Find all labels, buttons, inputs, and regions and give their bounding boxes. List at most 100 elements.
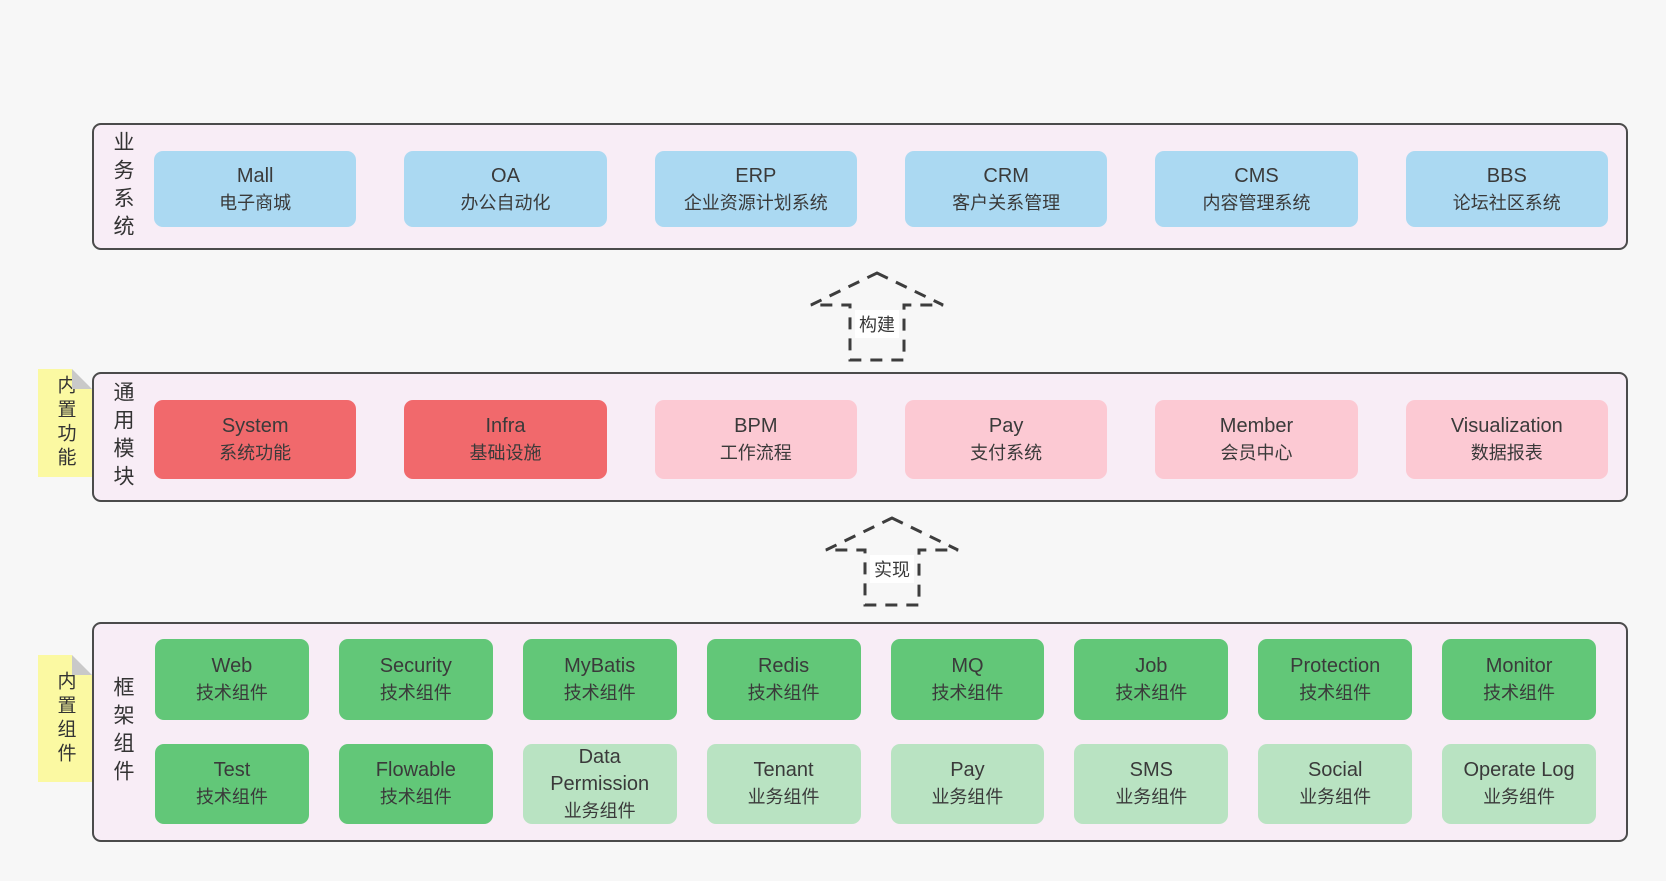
box-monitor: Monitor 技术组件 — [1442, 639, 1596, 720]
components-row-2: Test 技术组件 Flowable 技术组件 Data Permission … — [155, 743, 1596, 824]
box-title: Security — [379, 654, 452, 677]
box-infra: Infra 基础设施 — [404, 400, 607, 479]
box-cms: CMS 内容管理系统 — [1155, 151, 1358, 227]
box-subtitle: 内容管理系统 — [1202, 192, 1311, 213]
box-title: CRM — [983, 164, 1029, 187]
box-title: BPM — [734, 415, 778, 437]
box-title: MyBatis — [564, 654, 636, 677]
box-mall: Mall 电子商城 — [154, 151, 357, 227]
box-crm: CRM 客户关系管理 — [904, 151, 1108, 227]
box-protection: Protection 技术组件 — [1258, 639, 1413, 720]
box-title: Pay — [988, 415, 1024, 437]
components-row-1: Web 技术组件 Security 技术组件 MyBatis 技术组件 Redi… — [155, 639, 1596, 720]
box-title: Mall — [236, 164, 274, 187]
box-title: CMS — [1234, 164, 1279, 187]
sticky-note-builtin-components: 内置组件 — [38, 655, 92, 782]
arrow-build-label: 构建 — [855, 310, 899, 338]
box-subtitle: 客户关系管理 — [952, 192, 1061, 213]
box-title: Job — [1135, 654, 1168, 677]
panel-framework-components: 框架组件 Web 技术组件 Security 技术组件 MyBatis 技术组件… — [92, 622, 1628, 842]
box-bpm: BPM 工作流程 — [654, 400, 857, 479]
panel-business-systems: 业务系统 Mall 电子商城 OA 办公自动化 ERP 企业资源计划系统 CRM… — [92, 123, 1628, 250]
box-title: System — [221, 415, 289, 437]
box-job: Job 技术组件 — [1074, 639, 1229, 720]
box-subtitle: 业务组件 — [1115, 787, 1188, 808]
box-title: MQ — [951, 654, 984, 677]
box-system: System 系统功能 — [154, 400, 357, 479]
box-subtitle: 技术组件 — [195, 787, 268, 808]
box-subtitle: 业务组件 — [1299, 787, 1372, 808]
box-title: Pay — [950, 759, 985, 782]
box-title: Infra — [485, 415, 526, 437]
box-title: Member — [1219, 415, 1294, 437]
sticky-note-label: 内置功能 — [54, 375, 76, 471]
panel-modules-label: 通用模块 — [111, 381, 134, 493]
box-subtitle: 数据报表 — [1470, 443, 1543, 463]
box-operate-log: Operate Log 业务组件 — [1442, 743, 1596, 824]
box-title: Flowable — [375, 759, 456, 782]
box-title: Social — [1307, 759, 1363, 782]
box-test: Test 技术组件 — [155, 743, 309, 824]
box-title: Tenant — [753, 759, 814, 782]
panel-components-label: 框架组件 — [111, 676, 134, 788]
box-subtitle: 会员中心 — [1220, 443, 1293, 463]
sticky-note-builtin-features: 内置功能 — [38, 369, 92, 477]
box-subtitle: 支付系统 — [970, 443, 1043, 463]
box-subtitle: 技术组件 — [747, 682, 820, 703]
sticky-note-label: 内置组件 — [54, 670, 76, 767]
block-arrow-up-icon — [825, 516, 959, 607]
box-subtitle: 电子商城 — [219, 192, 292, 213]
box-title: Test — [213, 759, 251, 782]
box-security: Security 技术组件 — [338, 639, 493, 720]
box-pay: Pay 支付系统 — [904, 400, 1108, 479]
box-web: Web 技术组件 — [155, 639, 309, 720]
box-erp: ERP 企业资源计划系统 — [654, 151, 857, 227]
box-title: Visualization — [1450, 415, 1563, 437]
box-subtitle: 技术组件 — [931, 682, 1004, 703]
box-subtitle: 业务组件 — [747, 787, 820, 808]
box-title: Monitor — [1485, 654, 1553, 677]
box-subtitle: 技术组件 — [1299, 682, 1372, 703]
folded-corner-icon — [72, 655, 92, 675]
box-title: BBS — [1486, 164, 1527, 187]
box-redis: Redis 技术组件 — [706, 639, 861, 720]
box-subtitle: 技术组件 — [1115, 682, 1188, 703]
arrow-implement-label: 实现 — [870, 555, 914, 583]
box-subtitle: 系统功能 — [219, 443, 292, 463]
box-bbs: BBS 论坛社区系统 — [1405, 151, 1608, 227]
modules-box-row: System 系统功能 Infra 基础设施 BPM 工作流程 Pay 支付系统… — [154, 400, 1608, 479]
block-arrow-up-icon — [810, 271, 944, 362]
arrow-build: 构建 — [807, 270, 947, 364]
box-member: Member 会员中心 — [1155, 400, 1358, 479]
box-subtitle: 业务组件 — [1483, 787, 1556, 808]
box-title: Web — [211, 654, 253, 677]
box-title: Operate Log — [1463, 759, 1575, 782]
box-subtitle: 业务组件 — [931, 787, 1004, 808]
box-title: SMS — [1129, 759, 1173, 782]
box-social: Social 业务组件 — [1258, 743, 1413, 824]
box-subtitle: 论坛社区系统 — [1452, 192, 1561, 213]
components-box-rows: Web 技术组件 Security 技术组件 MyBatis 技术组件 Redi… — [155, 639, 1596, 824]
box-title: ERP — [735, 164, 777, 187]
box-subtitle: 业务组件 — [563, 800, 636, 821]
box-subtitle: 办公自动化 — [460, 192, 551, 213]
business-box-row: Mall 电子商城 OA 办公自动化 ERP 企业资源计划系统 CRM 客户关系… — [154, 151, 1608, 227]
box-subtitle: 工作流程 — [719, 443, 792, 463]
box-mybatis: MyBatis 技术组件 — [522, 639, 677, 720]
folded-corner-icon — [72, 369, 92, 389]
box-subtitle: 技术组件 — [1483, 682, 1556, 703]
box-visualization: Visualization 数据报表 — [1405, 400, 1608, 479]
box-sms: SMS 业务组件 — [1074, 743, 1229, 824]
box-title: Data Permission — [550, 745, 650, 795]
box-subtitle: 基础设施 — [469, 443, 542, 463]
box-subtitle: 技术组件 — [195, 682, 268, 703]
box-title: OA — [491, 164, 520, 187]
box-title: Redis — [757, 654, 810, 677]
box-pay-biz: Pay 业务组件 — [890, 743, 1045, 824]
box-subtitle: 技术组件 — [563, 682, 636, 703]
box-title: Protection — [1290, 654, 1381, 677]
box-flowable: Flowable 技术组件 — [338, 743, 493, 824]
box-subtitle: 技术组件 — [379, 787, 452, 808]
box-subtitle: 技术组件 — [379, 682, 452, 703]
